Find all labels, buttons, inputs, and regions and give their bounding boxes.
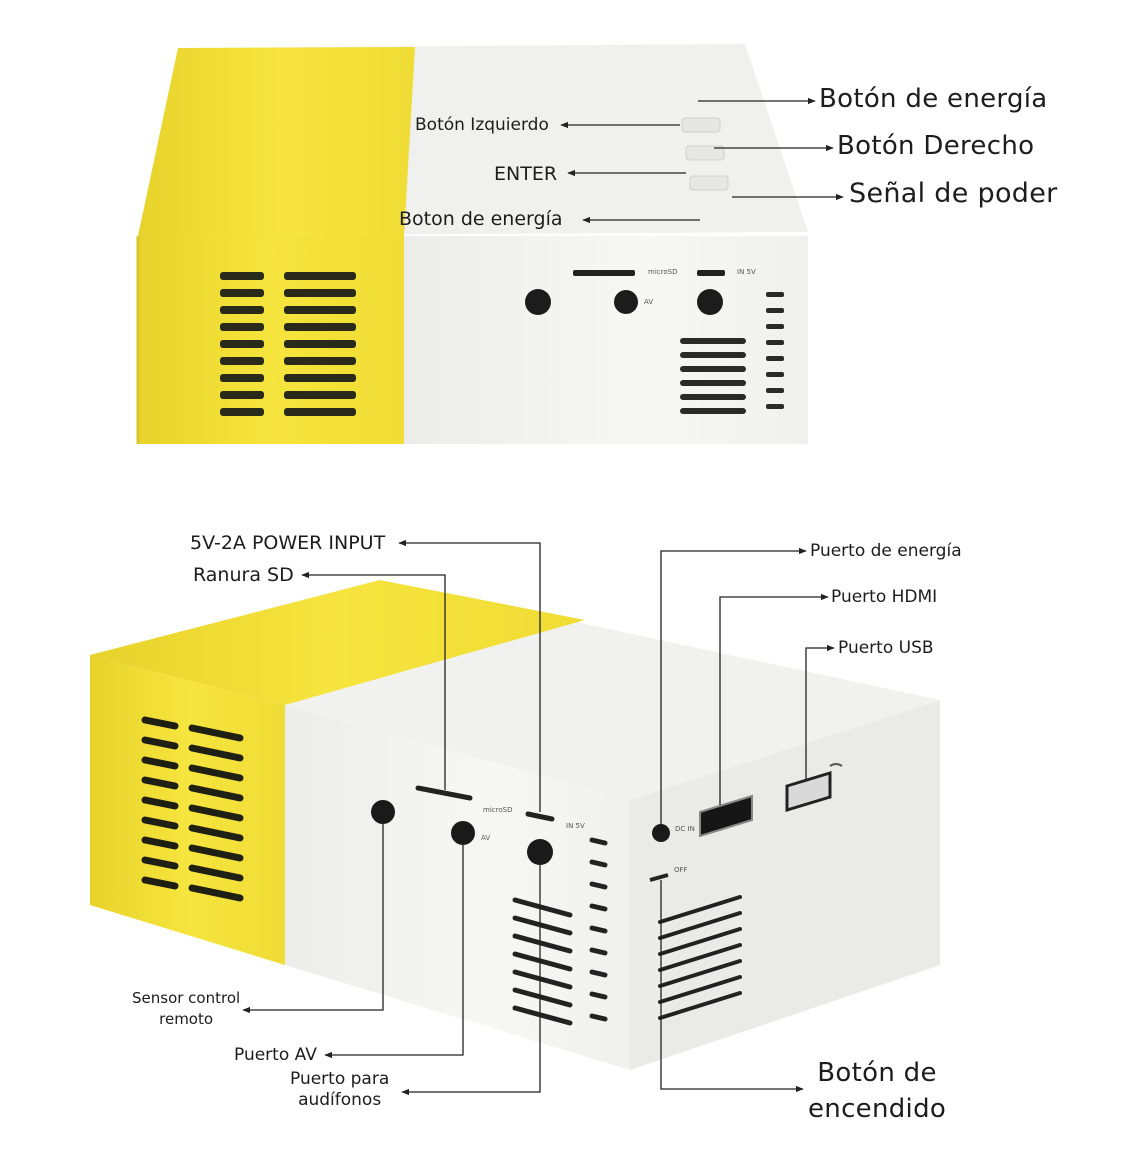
power-input-slot (525, 811, 555, 822)
label-sensor-control: Sensor control remoto (132, 989, 241, 1028)
audio-port-bottom (527, 839, 553, 865)
yellow-front-bottom (90, 655, 285, 965)
mark-av-bottom: AV (481, 834, 491, 842)
white-vents-bottom (512, 837, 608, 1026)
label-puerto-energia: Puerto de energía (810, 541, 962, 561)
ir-sensor-bottom (371, 800, 395, 824)
mark-in5v-top: IN 5V (737, 268, 756, 276)
mark-dcin: DC IN (675, 825, 695, 833)
sd-slot-bottom (415, 785, 473, 801)
projector-top-view (136, 44, 808, 444)
mark-microsd-top: microSD (648, 268, 678, 276)
hdmi-port (699, 794, 753, 838)
yellow-top-bottom (90, 580, 585, 705)
yellow-vents-bottom (141, 716, 244, 902)
projector-bottom-view (90, 580, 940, 1070)
side-face (630, 700, 940, 1070)
av-port-top (614, 290, 638, 314)
label-senal-poder: Señal de poder (849, 178, 1058, 209)
label-boton-encendido: Botón de encendido (808, 1058, 947, 1124)
usb-port (785, 770, 832, 813)
mark-in5v-bottom: IN 5V (566, 822, 585, 830)
white-vents-top (680, 292, 784, 414)
dc-in-port (652, 824, 670, 842)
label-enter: ENTER (494, 163, 558, 185)
mark-off: OFF (674, 866, 688, 874)
usb-power-slot-top (697, 270, 725, 276)
label-puerto-usb: Puerto USB (838, 638, 934, 658)
label-boton-izquierdo: Botón Izquierdo (415, 115, 549, 135)
yellow-top (138, 47, 415, 236)
yellow-front-face (138, 236, 404, 444)
label-boton-energia-right: Botón de energía (819, 84, 1048, 114)
top-buttons (681, 117, 729, 191)
av-port-bottom (451, 821, 475, 845)
mark-av-top: AV (644, 298, 654, 306)
ir-sensor-top (525, 289, 551, 315)
sd-slot-top (573, 270, 635, 276)
label-puerto-hdmi: Puerto HDMI (831, 587, 938, 607)
label-power-input: 5V-2A POWER INPUT (190, 532, 386, 554)
side-vents (658, 895, 742, 1020)
label-puerto-av: Puerto AV (234, 1045, 317, 1065)
label-boton-derecho: Botón Derecho (837, 131, 1035, 161)
usb-icon (829, 763, 843, 767)
mark-microsd-bottom: microSD (483, 806, 513, 814)
power-switch (649, 873, 669, 882)
label-boton-energia-left: Boton de energía (399, 208, 563, 230)
top-view-leaders (560, 97, 844, 224)
label-puerto-audifonos: Puerto para audífonos (290, 1069, 390, 1110)
yellow-vents-top (220, 272, 356, 416)
label-ranura-sd: Ranura SD (193, 564, 294, 586)
bottom-view-leaders (242, 539, 835, 1096)
audio-port-top (697, 289, 723, 315)
